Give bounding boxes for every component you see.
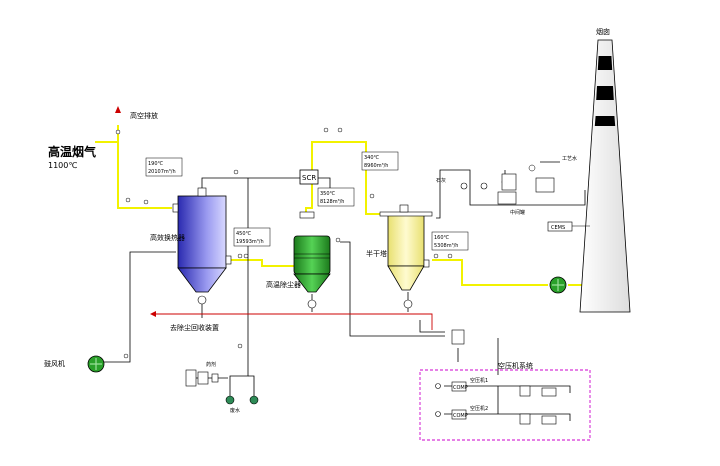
svg-text:190℃: 190℃ bbox=[148, 161, 164, 167]
rotary-valve-icon[interactable] bbox=[197, 295, 463, 343]
tag-t5: 160℃ 5308m³/h bbox=[431, 231, 469, 251]
agent-dosing bbox=[185, 369, 219, 387]
vent-arrow-icon bbox=[115, 106, 121, 113]
dust-recovery-label: 去除尘回收装置 bbox=[170, 323, 219, 332]
lime-label: 石灰 bbox=[436, 177, 446, 184]
scr-label: SCR bbox=[302, 174, 316, 182]
hot-filter-label: 高温除尘器 bbox=[266, 280, 301, 289]
svg-text:350℃: 350℃ bbox=[320, 191, 336, 197]
svg-text:5308m³/h: 5308m³/h bbox=[434, 243, 458, 249]
pump-icon[interactable] bbox=[225, 395, 259, 405]
semi-dryer-label: 半干塔 bbox=[366, 249, 387, 258]
compressor-2-label: COMP bbox=[453, 413, 468, 419]
product-tank-label: 中间罐 bbox=[510, 209, 525, 216]
cems-box[interactable] bbox=[547, 221, 573, 232]
chimney-label: 烟囱 bbox=[596, 27, 610, 36]
chimney bbox=[579, 39, 631, 313]
compressor-units bbox=[435, 381, 557, 425]
svg-text:8128m³/h: 8128m³/h bbox=[320, 199, 344, 205]
waste-water-label: 废水 bbox=[230, 407, 240, 414]
blower-fan-icon[interactable] bbox=[87, 355, 105, 373]
scr-unit[interactable]: SCR bbox=[299, 169, 319, 185]
svg-text:8960m³/h: 8960m³/h bbox=[364, 163, 388, 169]
tag-t2: 450℃ 19593m³/h bbox=[233, 227, 271, 247]
compressor-1-label: COMP bbox=[453, 385, 468, 391]
heat-exchanger-label: 高效换热器 bbox=[150, 233, 185, 242]
flue-gas-temp: 1100℃ bbox=[48, 161, 77, 170]
water-label: 工艺水 bbox=[562, 155, 577, 162]
dust-recovery-line bbox=[156, 313, 433, 330]
svg-text:20107m³/h: 20107m³/h bbox=[148, 169, 176, 175]
air-tank bbox=[451, 329, 465, 345]
compressor-system-box[interactable] bbox=[419, 369, 591, 441]
svg-text:19593m³/h: 19593m³/h bbox=[236, 239, 264, 245]
hot-filter[interactable] bbox=[293, 211, 331, 293]
tag-t3: 350℃ 8128m³/h bbox=[317, 187, 355, 207]
svg-text:340℃: 340℃ bbox=[364, 155, 380, 161]
agent-label: 药剂 bbox=[206, 361, 216, 368]
semi-dryer[interactable] bbox=[379, 204, 433, 291]
blower-label: 鼓风机 bbox=[44, 359, 65, 368]
svg-text:450℃: 450℃ bbox=[236, 231, 252, 237]
cems-label: CEMS bbox=[551, 225, 565, 231]
heat-exchanger[interactable] bbox=[172, 187, 232, 293]
flue-gas-label: 高温烟气 bbox=[48, 144, 96, 159]
dust-arrow-icon bbox=[150, 311, 156, 317]
compressor-system-label: 空压机系统 bbox=[498, 361, 533, 370]
tag-t4: 340℃ 8960m³/h bbox=[361, 151, 399, 171]
tag-t1: 190℃ 20107m³/h bbox=[145, 157, 183, 177]
compressor-2-sub: 空压机2 bbox=[470, 405, 488, 412]
svg-text:160℃: 160℃ bbox=[434, 235, 450, 241]
dosing-system bbox=[460, 173, 555, 205]
vent-label: 高空排放 bbox=[130, 111, 158, 120]
induced-fan-icon[interactable] bbox=[549, 276, 567, 294]
compressor-1-sub: 空压机1 bbox=[470, 377, 488, 384]
